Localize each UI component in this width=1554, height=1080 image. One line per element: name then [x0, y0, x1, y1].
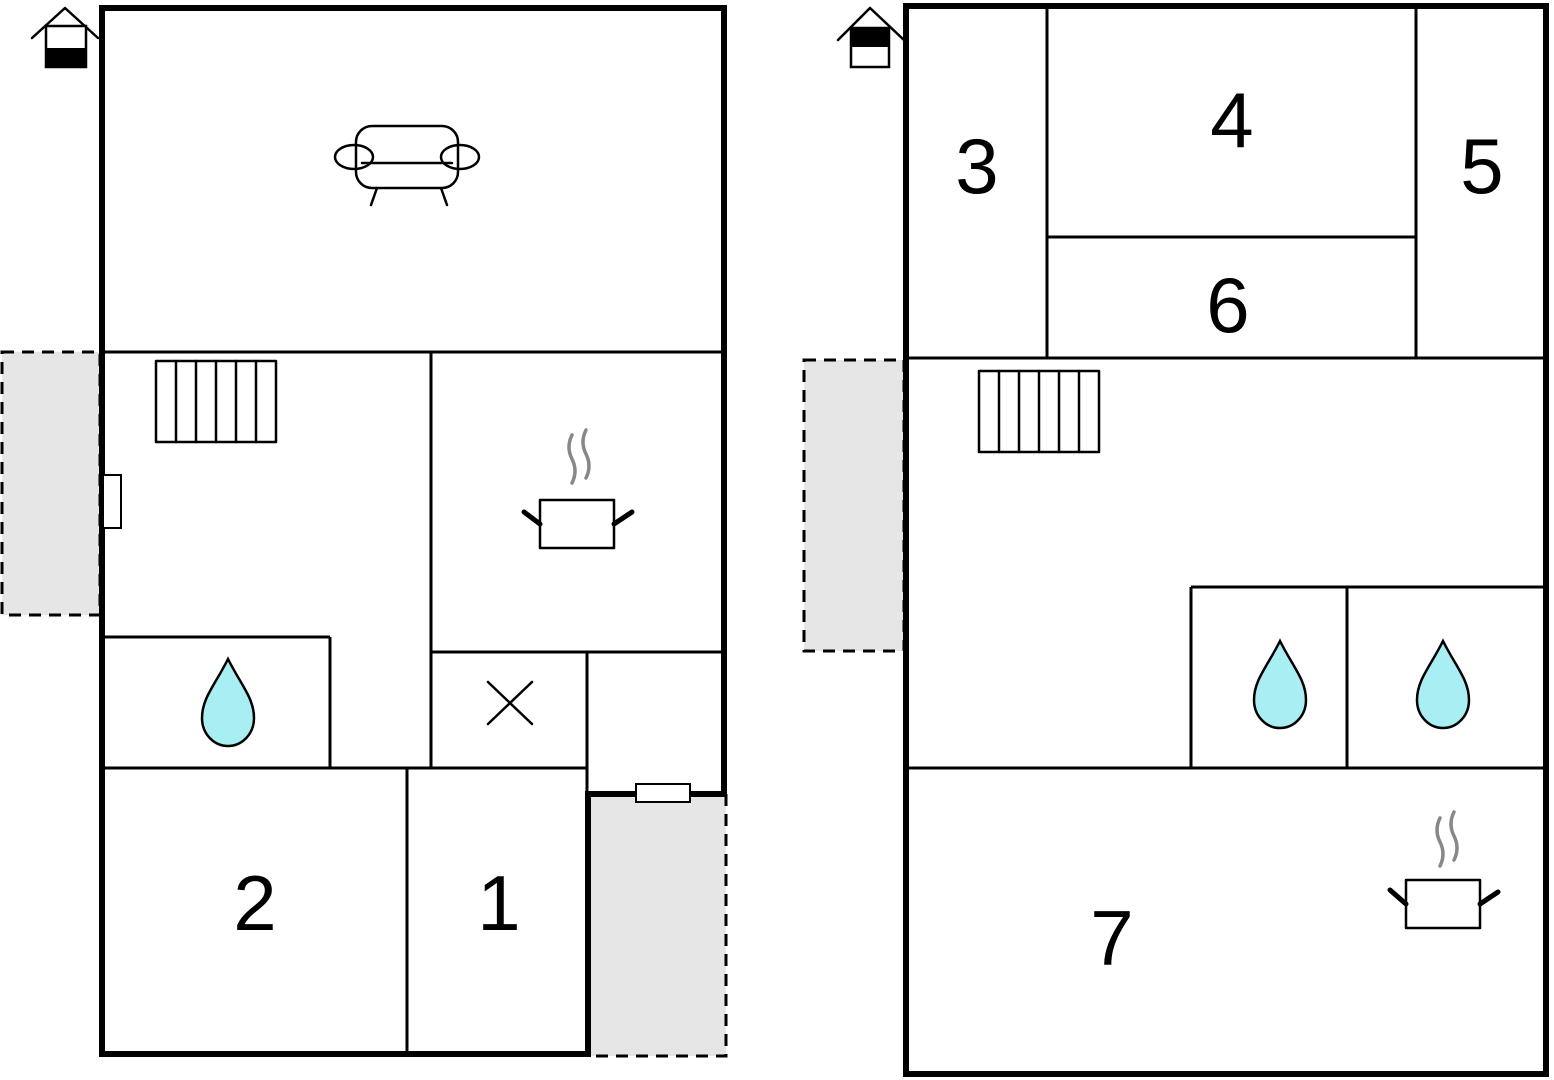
door-west — [102, 474, 122, 529]
cooking-pot-icon — [1387, 810, 1501, 930]
house-level-icon — [30, 6, 100, 69]
room-5-label: 5 — [1460, 122, 1503, 210]
stairs-icon — [154, 359, 278, 444]
room-6-label: 6 — [1206, 261, 1249, 349]
inner-walls — [102, 350, 724, 1054]
terrace-left — [0, 350, 102, 617]
inner-walls — [906, 6, 1546, 770]
outer-wall — [903, 3, 1549, 1077]
upper-floor: 3 4 5 6 7 — [802, 3, 1549, 1077]
water-drop-icon — [200, 656, 256, 748]
door-south-east — [635, 783, 691, 803]
cooking-pot-icon — [521, 428, 635, 550]
water-drop-icon — [1415, 638, 1471, 730]
water-drop-icon — [1252, 638, 1308, 730]
cross-icon — [486, 680, 534, 726]
terrace-right — [802, 358, 906, 653]
stairs-icon — [977, 369, 1101, 454]
room-2-label: 2 — [233, 859, 276, 947]
sofa-icon — [333, 124, 481, 207]
terrace-bottom-right — [588, 794, 728, 1058]
house-level-icon — [836, 6, 906, 69]
room-1-label: 1 — [477, 859, 520, 947]
room-7-label: 7 — [1090, 894, 1133, 982]
room-4-label: 4 — [1210, 76, 1253, 164]
room-3-label: 3 — [955, 122, 998, 210]
ground-floor: 2 1 — [0, 5, 728, 1058]
